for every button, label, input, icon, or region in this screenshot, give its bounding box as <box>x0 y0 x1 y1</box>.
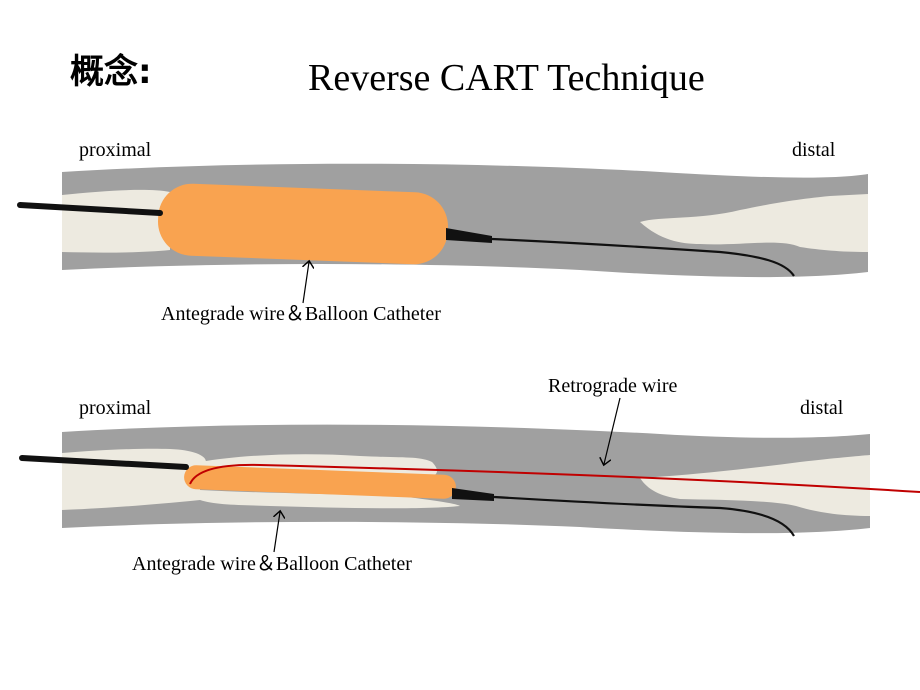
antegrade-wire-bottom <box>493 495 795 537</box>
proximal-label-top: proximal <box>79 139 152 161</box>
slide-title: Reverse CART Technique <box>308 57 705 99</box>
proximal-label-bottom: proximal <box>79 397 152 419</box>
balloon-bottom <box>184 465 456 499</box>
retrograde-wire-label: Retrograde wire <box>548 375 678 397</box>
antegrade-shaft-bottom <box>19 455 189 470</box>
lumen-bottom-right <box>640 455 870 516</box>
antegrade-wire-top <box>491 237 795 277</box>
retrograde-wire <box>189 463 920 493</box>
distal-label-bottom: distal <box>800 397 844 419</box>
retrograde-arrow <box>604 397 621 464</box>
vessel-bottom <box>19 397 920 553</box>
lumen-top-right <box>640 194 868 252</box>
distal-label-top: distal <box>792 139 836 161</box>
slide-heading: 概念: <box>70 52 152 92</box>
antegrade-shaft-top <box>17 202 163 216</box>
caption-arrow-top <box>303 262 309 304</box>
balloon-caption-bottom: Antegrade wire＆Balloon Catheter <box>132 553 412 575</box>
lumen-bottom-lower <box>200 490 460 509</box>
caption-arrow-bottom <box>274 512 280 553</box>
vessel-top <box>17 163 868 304</box>
balloon-caption-top: Antegrade wire＆Balloon Catheter <box>161 303 441 325</box>
lumen-top-left <box>62 189 170 253</box>
catheter-tip-top <box>446 228 492 243</box>
catheter-tip-bottom <box>452 488 494 501</box>
balloon-top <box>158 183 448 265</box>
